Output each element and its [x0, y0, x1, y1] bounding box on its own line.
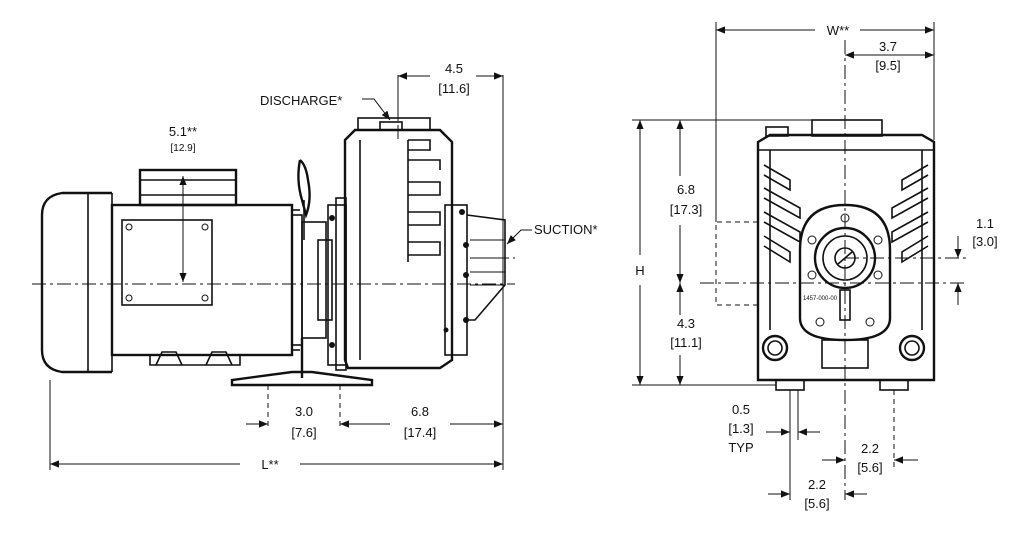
side-view: 4.5 [11.6] DISCHARGE* SUCTION* 5.1** [12… — [32, 61, 598, 472]
discharge-port-front — [811, 119, 883, 137]
dim-2-2-bottom-in: 2.2 — [808, 477, 826, 492]
nameplate — [121, 219, 213, 306]
pump-body-front — [756, 133, 936, 382]
dim-5-1-in: 5.1** — [169, 124, 197, 139]
dim-1-1-mm: [3.0] — [972, 234, 997, 249]
discharge-label: DISCHARGE* — [260, 93, 342, 108]
dim-3-7-in: 3.7 — [879, 39, 897, 54]
dim-0-5-in: 0.5 — [732, 402, 750, 417]
dim-4-5-in: 4.5 — [445, 61, 463, 76]
dim-6-8-side-mm: [17.4] — [404, 425, 437, 440]
dim-5-1-mm: [12.9] — [170, 143, 195, 154]
dim-width: W** — [827, 23, 849, 38]
junction-box — [138, 168, 238, 207]
dim-length: L** — [261, 457, 278, 472]
part-number: 1457-000-00 — [803, 296, 838, 302]
dim-6-8-front-mm: [17.3] — [670, 202, 703, 217]
dim-3-0-in: 3.0 — [295, 404, 313, 419]
dim-1-1-in: 1.1 — [976, 216, 994, 231]
dim-2-2-right-mm: [5.6] — [857, 460, 882, 475]
dim-height: H — [635, 263, 644, 278]
dim-4-5-mm: [11.6] — [438, 81, 470, 96]
dim-0-5-mm: [1.3] — [728, 421, 753, 436]
dim-6-8-front-in: 6.8 — [677, 182, 695, 197]
motor-end-bell — [40, 191, 112, 374]
dim-2-2-right-in: 2.2 — [861, 441, 879, 456]
clamp-handle — [297, 159, 311, 219]
discharge-port — [357, 117, 431, 131]
dim-3-0-mm: [7.6] — [291, 425, 316, 440]
front-view: 1457-000-00 W** 3.7 [9.5] H — [632, 22, 998, 511]
suction-label: SUCTION* — [534, 222, 598, 237]
bearing-housing — [798, 203, 892, 342]
dim-2-2-bottom-mm: [5.6] — [804, 496, 829, 511]
pump-volute — [343, 128, 454, 370]
dim-3-7-mm: [9.5] — [875, 58, 900, 73]
dim-6-8-side-in: 6.8 — [411, 404, 429, 419]
suction-port — [466, 214, 506, 321]
dim-4-3-mm: [11.1] — [670, 335, 702, 350]
dim-4-3-in: 4.3 — [677, 316, 695, 331]
dim-0-5-typ: TYP — [728, 440, 753, 455]
support-foot — [230, 370, 374, 387]
